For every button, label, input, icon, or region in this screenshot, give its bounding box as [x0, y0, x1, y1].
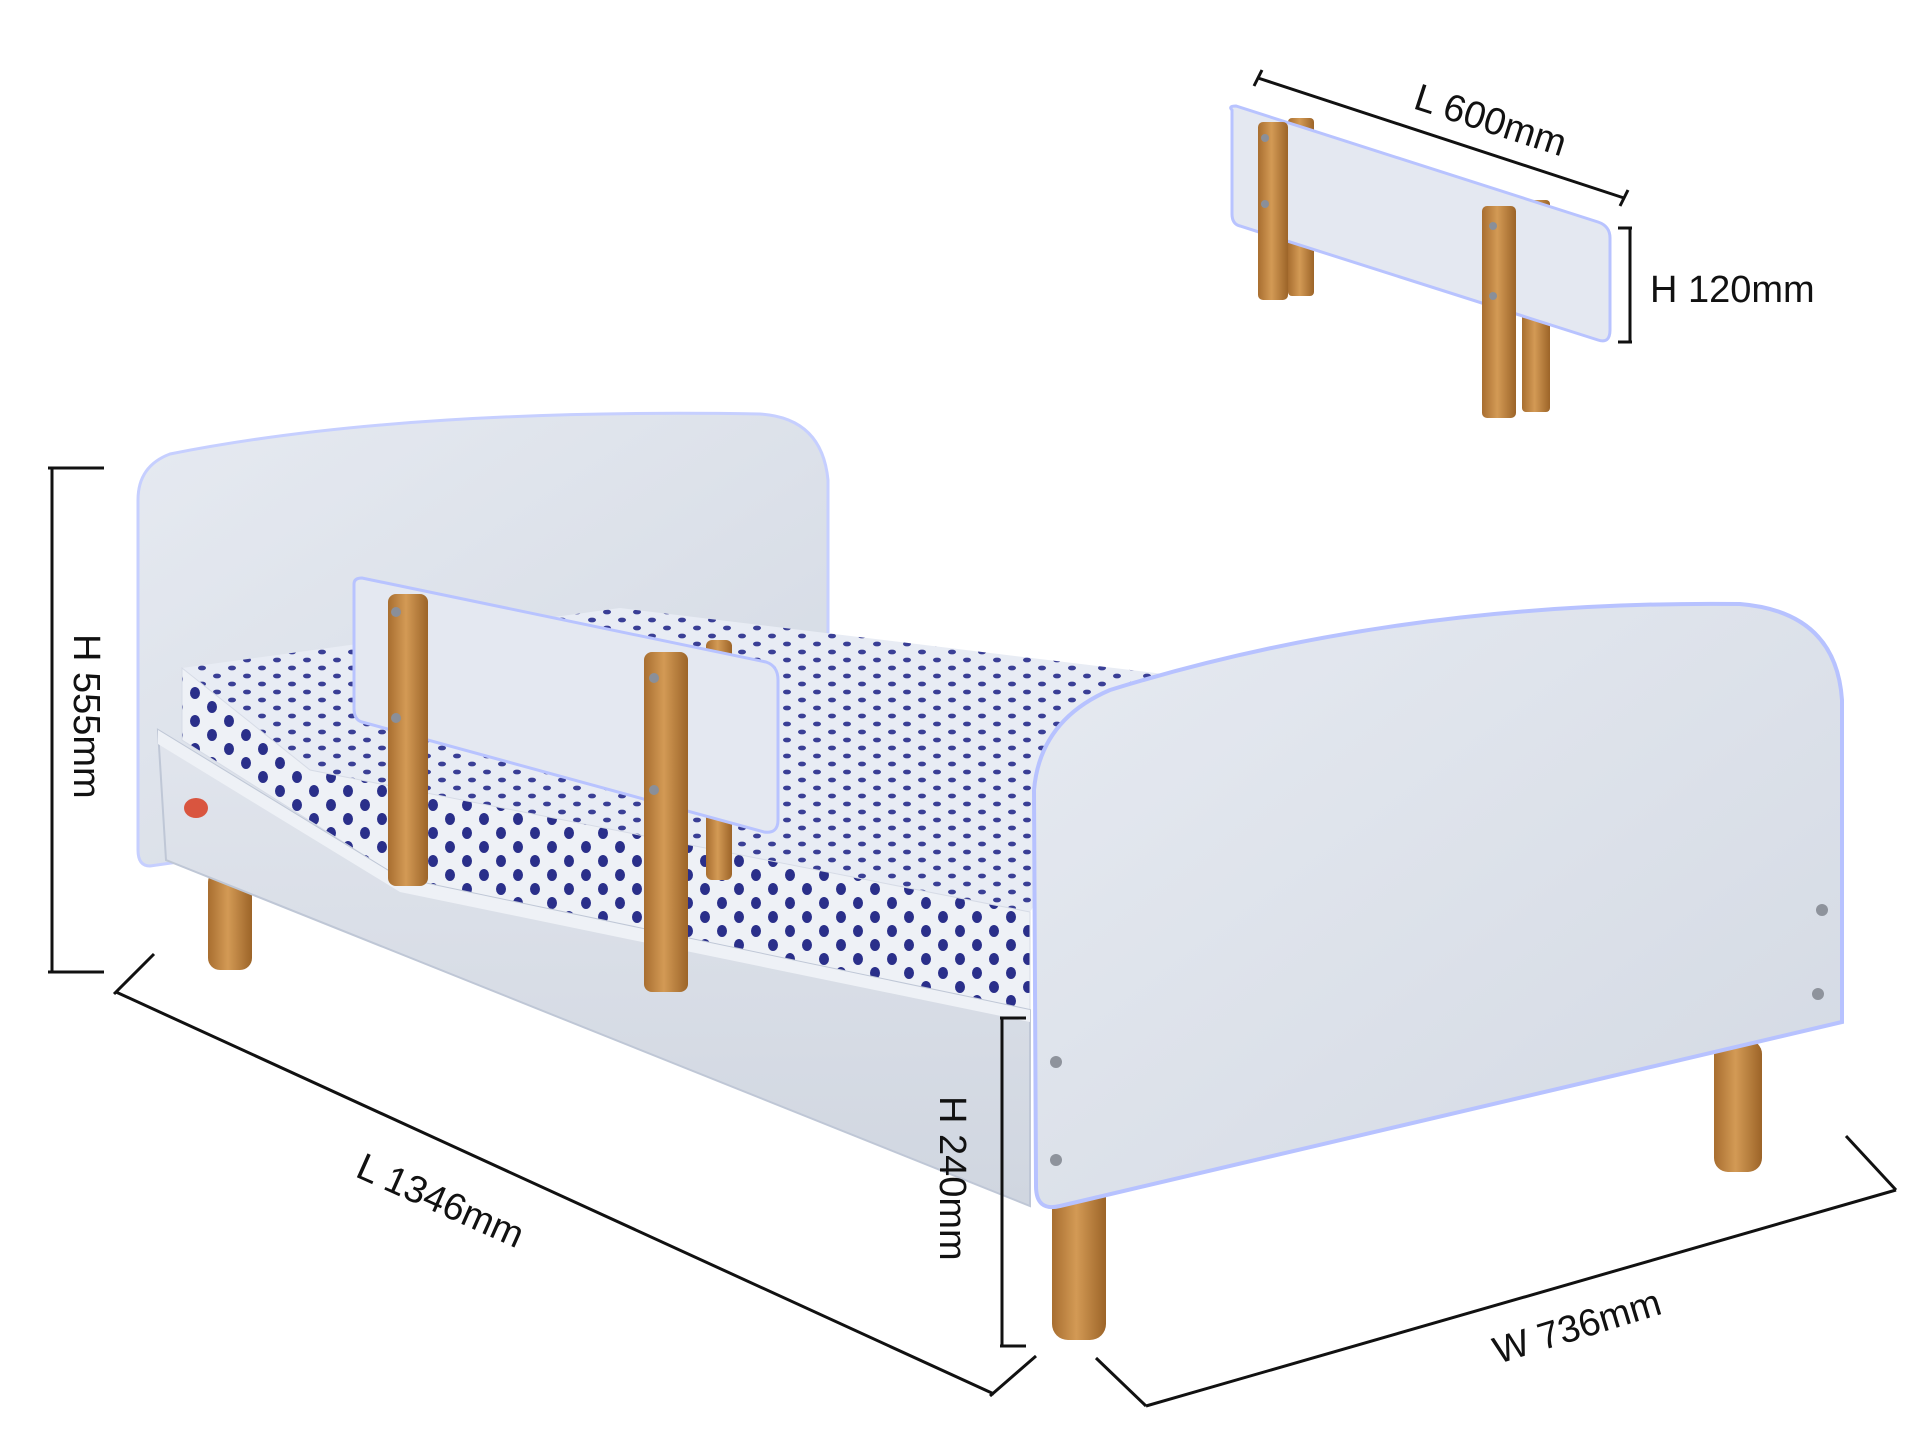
screw-icon [649, 785, 659, 795]
brand-badge-icon [184, 798, 208, 818]
screw-icon [1489, 222, 1497, 230]
screw-icon [1816, 904, 1828, 916]
rail-height-dimension [1618, 226, 1632, 344]
side-frame [156, 728, 1031, 1208]
bed-length-dimension [112, 952, 1037, 1398]
side-frame-top-edge [158, 730, 1030, 1022]
bed-width-dimension [1094, 1134, 1898, 1408]
bed-leg-back-left [208, 870, 252, 970]
rail-length-dimension [1252, 69, 1630, 207]
rail-detail-front-leg-left [1258, 122, 1288, 300]
rail-height-label: H 120mm [1650, 269, 1815, 311]
screw-icon [1050, 1056, 1062, 1068]
screw-icon [391, 713, 401, 723]
bed-leg-back-right [1714, 1040, 1762, 1172]
rail-length-label: L 600mm [1409, 77, 1571, 165]
bed-length-label: L 1346mm [350, 1146, 530, 1257]
screw-icon [1261, 200, 1269, 208]
bed-rail-leg-left [388, 594, 428, 886]
screw-icon [1261, 134, 1269, 142]
bed [136, 411, 1844, 1340]
rail-detail-front-leg-right [1482, 206, 1516, 418]
base-height-dimension [1000, 1016, 1026, 1348]
footboard [1031, 601, 1844, 1209]
screw-icon [1812, 988, 1824, 1000]
base-height-label: H 240mm [931, 1096, 973, 1261]
bed-height-label: H 555mm [65, 634, 107, 799]
screw-icon [1050, 1154, 1062, 1166]
bed-height-dimension [48, 466, 104, 974]
bed-leg-front-left [1052, 1180, 1106, 1340]
screw-icon [1489, 292, 1497, 300]
bed-rail-leg-right [644, 652, 688, 992]
bed-width-label: W 736mm [1488, 1282, 1666, 1373]
screw-icon [391, 607, 401, 617]
guard-rail-detail [1229, 104, 1612, 418]
screw-icon [649, 673, 659, 683]
